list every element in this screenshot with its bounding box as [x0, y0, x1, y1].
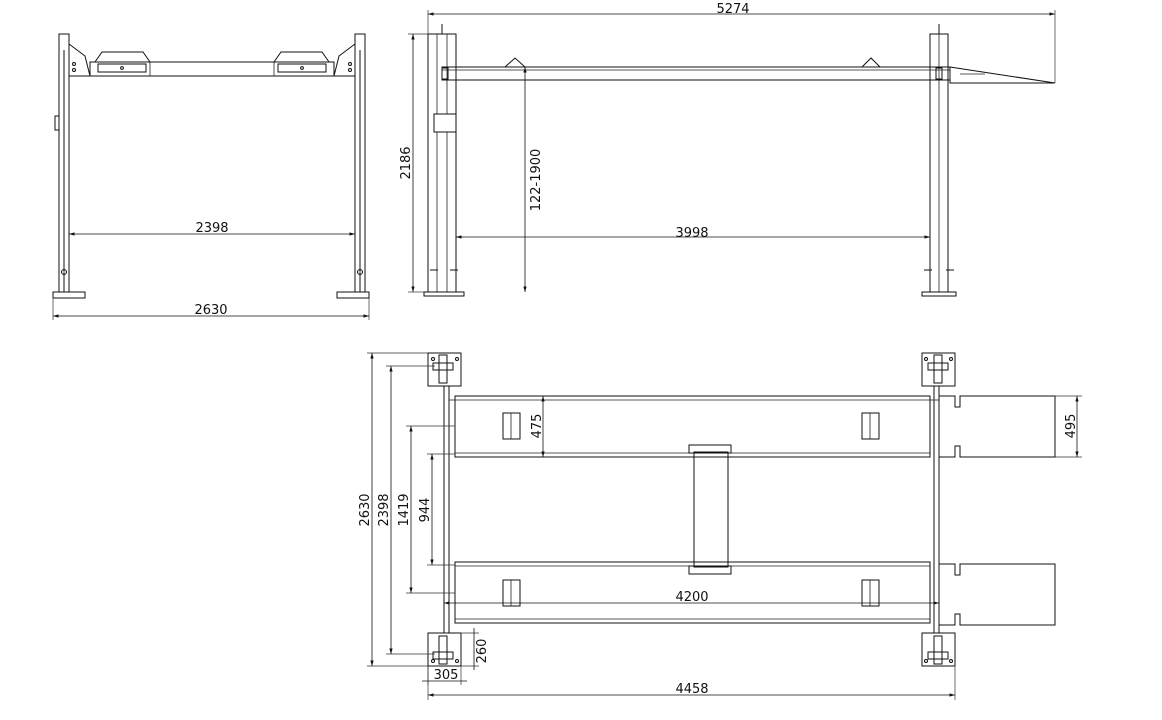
front-view: 2398 2630 [52, 33, 370, 320]
front-crossbeam [89, 61, 335, 77]
side-left-lock-box [433, 113, 457, 133]
front-left-runway [94, 51, 151, 63]
front-left-base-plate [52, 291, 86, 299]
top-post-top-right [921, 352, 956, 387]
top-ramp-lower [938, 563, 1056, 626]
dim-front-outer-width: 2630 [194, 303, 227, 318]
dim-side-length: 5274 [716, 2, 749, 17]
dim-top-inner-width: 2398 [377, 493, 392, 526]
side-approach-ramp [949, 66, 1056, 84]
front-right-bracket [333, 43, 356, 77]
dim-post-width: 305 [434, 668, 459, 683]
top-post-bottom-left [427, 632, 462, 667]
top-post-bottom-right [921, 632, 956, 667]
front-right-base-plate [336, 291, 370, 299]
side-left-base-plate [423, 291, 465, 297]
dim-ramp-width: 495 [1064, 414, 1079, 439]
dim-lift-range: 122-1900 [529, 149, 544, 212]
top-post-top-left [427, 352, 462, 387]
dim-side-height: 2186 [399, 146, 414, 179]
dim-top-length: 4458 [675, 682, 708, 697]
side-view: 5274 2186 122-1900 3998 [399, 2, 1056, 297]
dim-top-outer-width: 2630 [358, 493, 373, 526]
dim-top-runway-inner: 944 [418, 498, 433, 523]
top-runway-upper [454, 395, 931, 458]
dim-post-depth: 260 [475, 639, 490, 664]
side-right-wheel-stop [860, 57, 882, 68]
side-left-wheel-stop [503, 57, 527, 68]
dim-runway-width: 475 [530, 414, 545, 439]
side-runway [441, 66, 951, 81]
front-right-runway [273, 51, 330, 63]
top-runway-lower [454, 561, 931, 624]
dim-top-span: 4200 [675, 590, 708, 605]
top-ramp-upper [938, 395, 1056, 458]
top-view: 2630 2398 1419 944 475 495 4200 305 [358, 352, 1082, 700]
top-center-tray [693, 451, 729, 568]
side-right-base-plate [921, 291, 957, 297]
dim-top-runway-outer: 1419 [397, 493, 412, 526]
dim-front-inner-width: 2398 [195, 221, 228, 236]
dim-side-span: 3998 [675, 226, 708, 241]
front-left-bracket [68, 43, 91, 77]
